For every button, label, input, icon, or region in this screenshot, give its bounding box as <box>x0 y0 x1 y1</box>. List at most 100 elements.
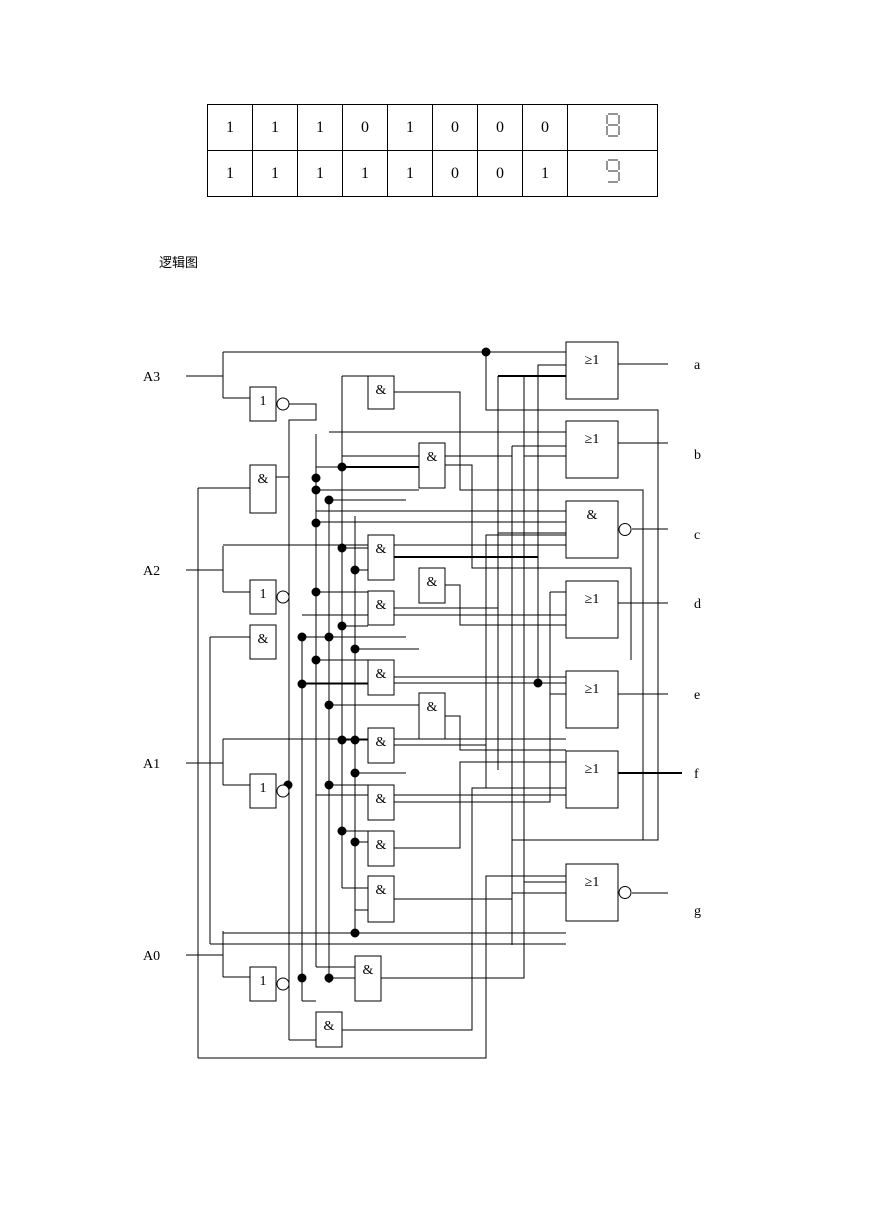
or-gate: ≥1 <box>565 750 619 809</box>
and-gate: & <box>354 955 382 1002</box>
segment-display-cell <box>567 104 658 151</box>
and-gate-symbol: & <box>258 632 269 647</box>
and-gate: & <box>367 784 395 821</box>
not-gate: 1 <box>249 773 290 809</box>
not-gate: 1 <box>249 966 290 1002</box>
bit-cell: 1 <box>207 150 253 197</box>
not-gate-symbol: 1 <box>260 587 267 602</box>
inverter-bubble <box>276 590 290 604</box>
output-label-c: c <box>694 528 700 543</box>
or-gate-symbol: ≥1 <box>585 592 600 607</box>
output-label-d: d <box>694 597 701 612</box>
not-gate: 1 <box>249 386 290 422</box>
inverter-bubble <box>276 397 290 411</box>
bit-cell: 1 <box>297 150 343 197</box>
or-gate: ≥1 <box>565 420 619 479</box>
and-gate: & <box>565 500 632 559</box>
input-label-a3: A3 <box>143 370 160 385</box>
gate-output-wire <box>381 881 566 979</box>
inverter-bubble <box>276 977 290 991</box>
output-label-g: g <box>694 904 701 919</box>
input-label-a0: A0 <box>143 949 160 964</box>
and-gate: & <box>367 590 395 626</box>
or-gate: ≥1 <box>565 580 619 639</box>
seven-segment-icon <box>605 159 620 183</box>
and-gate: & <box>418 567 446 604</box>
bit-cell: 1 <box>387 104 433 151</box>
or-gate: ≥1 <box>565 341 619 400</box>
or-gate-symbol: ≥1 <box>585 762 600 777</box>
output-label-a: a <box>694 358 701 373</box>
not-gate: 1 <box>249 579 290 615</box>
inverter-bubble <box>276 784 290 798</box>
not-gate-symbol: 1 <box>260 781 267 796</box>
bit-cell: 1 <box>522 150 568 197</box>
or-gate-symbol: ≥1 <box>585 353 600 368</box>
and-gate-symbol: & <box>258 472 269 487</box>
and-gate: & <box>249 464 277 514</box>
and-gate-symbol: & <box>427 450 438 465</box>
gate-output-wire <box>445 584 566 626</box>
and-gate-symbol: & <box>376 735 387 750</box>
and-gate: & <box>315 1011 343 1048</box>
gate-output-wire <box>445 715 566 751</box>
junction-dot <box>311 518 321 528</box>
and-gate-symbol: & <box>587 508 598 523</box>
output-label-e: e <box>694 688 700 703</box>
and-gate-symbol: & <box>363 963 374 978</box>
and-gate: & <box>367 659 395 696</box>
or-gate: ≥1 <box>565 863 632 922</box>
and-gate: & <box>418 692 446 740</box>
and-gate-symbol: & <box>427 700 438 715</box>
and-gate: & <box>249 624 277 660</box>
inverter-loop <box>276 403 317 478</box>
and-gate-symbol: & <box>376 383 387 398</box>
input-label-a2: A2 <box>143 564 160 579</box>
bit-cell: 1 <box>387 150 433 197</box>
gate-output-wire <box>445 464 632 660</box>
bit-cell: 0 <box>432 104 478 151</box>
junction-dot <box>297 973 307 983</box>
gate-output-wire <box>394 761 566 849</box>
and-gate-symbol: & <box>376 667 387 682</box>
bit-cell: 1 <box>207 104 253 151</box>
and-gate: & <box>367 727 395 764</box>
and-gate-symbol: & <box>376 598 387 613</box>
and-gate: & <box>367 534 395 581</box>
and-gate-symbol: & <box>324 1019 335 1034</box>
or-gate-symbol: ≥1 <box>585 682 600 697</box>
segment-display-cell <box>567 150 658 197</box>
gate-output-wire <box>394 892 566 900</box>
or-gate-symbol: ≥1 <box>585 432 600 447</box>
gate-output-wire <box>394 391 644 840</box>
output-label-b: b <box>694 448 701 463</box>
and-gate: & <box>367 875 395 923</box>
seven-segment-icon <box>605 113 620 137</box>
and-gate-symbol: & <box>427 575 438 590</box>
rail-tap <box>198 875 566 1059</box>
or-gate: ≥1 <box>565 670 619 729</box>
gate-output-wire <box>342 787 566 1031</box>
junction-dot <box>311 473 321 483</box>
not-gate-symbol: 1 <box>260 394 267 409</box>
junction-dot <box>350 928 360 938</box>
not-gate-symbol: 1 <box>260 974 267 989</box>
and-gate: & <box>367 830 395 867</box>
and-gate: & <box>418 442 446 489</box>
logic-diagram-caption: 逻辑图 <box>159 256 199 271</box>
and-gate-symbol: & <box>376 883 387 898</box>
and-gate-symbol: & <box>376 542 387 557</box>
and-gate-symbol: & <box>376 838 387 853</box>
or-gate-symbol: ≥1 <box>585 875 600 890</box>
and-gate-symbol: & <box>376 792 387 807</box>
output-label-f: f <box>694 767 699 782</box>
inverter-bubble <box>618 886 632 899</box>
input-label-a1: A1 <box>143 757 160 772</box>
bit-cell: 0 <box>477 150 523 197</box>
and-gate: & <box>367 375 395 410</box>
inverter-bubble <box>618 523 632 536</box>
